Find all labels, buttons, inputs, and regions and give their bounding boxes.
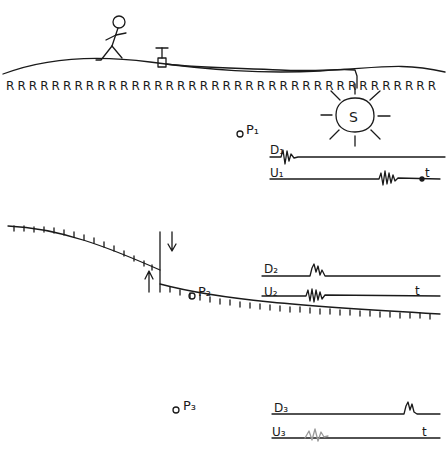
seismic-trace — [262, 289, 440, 302]
label-position: t — [425, 163, 430, 181]
label-position: U₃ — [272, 422, 286, 440]
sketch-label: P₁ — [246, 123, 259, 136]
sketch-label: P₃ — [183, 399, 196, 412]
sketch-label: S — [349, 110, 358, 124]
fault-arrow-down — [168, 232, 176, 251]
sketch-label: t — [425, 167, 430, 179]
source-burst — [321, 84, 390, 146]
sketch-label: U₁ — [270, 167, 284, 179]
observation-point — [173, 407, 179, 413]
label-position: P₂ — [198, 282, 211, 300]
faint-trace — [305, 429, 328, 441]
sketch-label: t — [422, 426, 427, 438]
observation-point — [237, 131, 243, 137]
seismic-trace — [262, 264, 440, 276]
interface-upper — [8, 226, 160, 270]
sketch-label: D₃ — [274, 402, 288, 414]
trace-dot — [420, 177, 424, 181]
label-position: D₁ — [270, 140, 284, 158]
label-position: t — [415, 281, 420, 299]
label-position: P₃ — [183, 396, 196, 414]
sketch-label: U₃ — [272, 426, 286, 438]
interface-ticks — [14, 226, 152, 270]
seismic-trace — [270, 150, 445, 164]
seismic-trace — [270, 171, 440, 185]
label-position: P₁ — [246, 120, 259, 138]
sketch-label: P₂ — [198, 285, 211, 298]
sketch-label: D₂ — [264, 263, 278, 275]
rock-marks: RRRRRRRRRRRRRRRRRRRRRRRRRRRRRRRRRRRRRR — [6, 80, 439, 92]
label-position: U₂ — [264, 282, 278, 300]
sketch-label: D₁ — [270, 144, 284, 156]
label-position: D₂ — [264, 259, 278, 277]
sketch-label: U₂ — [264, 286, 278, 298]
walking-figure — [96, 16, 126, 60]
fault-line — [159, 232, 160, 292]
fault-arrow-up — [145, 271, 153, 292]
sketch-label: t — [415, 285, 420, 297]
label-position: t — [422, 422, 427, 440]
label-position: D₃ — [274, 398, 288, 416]
label-position: S — [349, 108, 358, 126]
seismic-trace — [272, 402, 440, 414]
label-position: U₁ — [270, 163, 284, 181]
seismic-trace — [272, 437, 440, 438]
label-position: RRRRRRRRRRRRRRRRRRRRRRRRRRRRRRRRRRRRRR — [6, 76, 439, 94]
ground-surface — [3, 58, 445, 74]
